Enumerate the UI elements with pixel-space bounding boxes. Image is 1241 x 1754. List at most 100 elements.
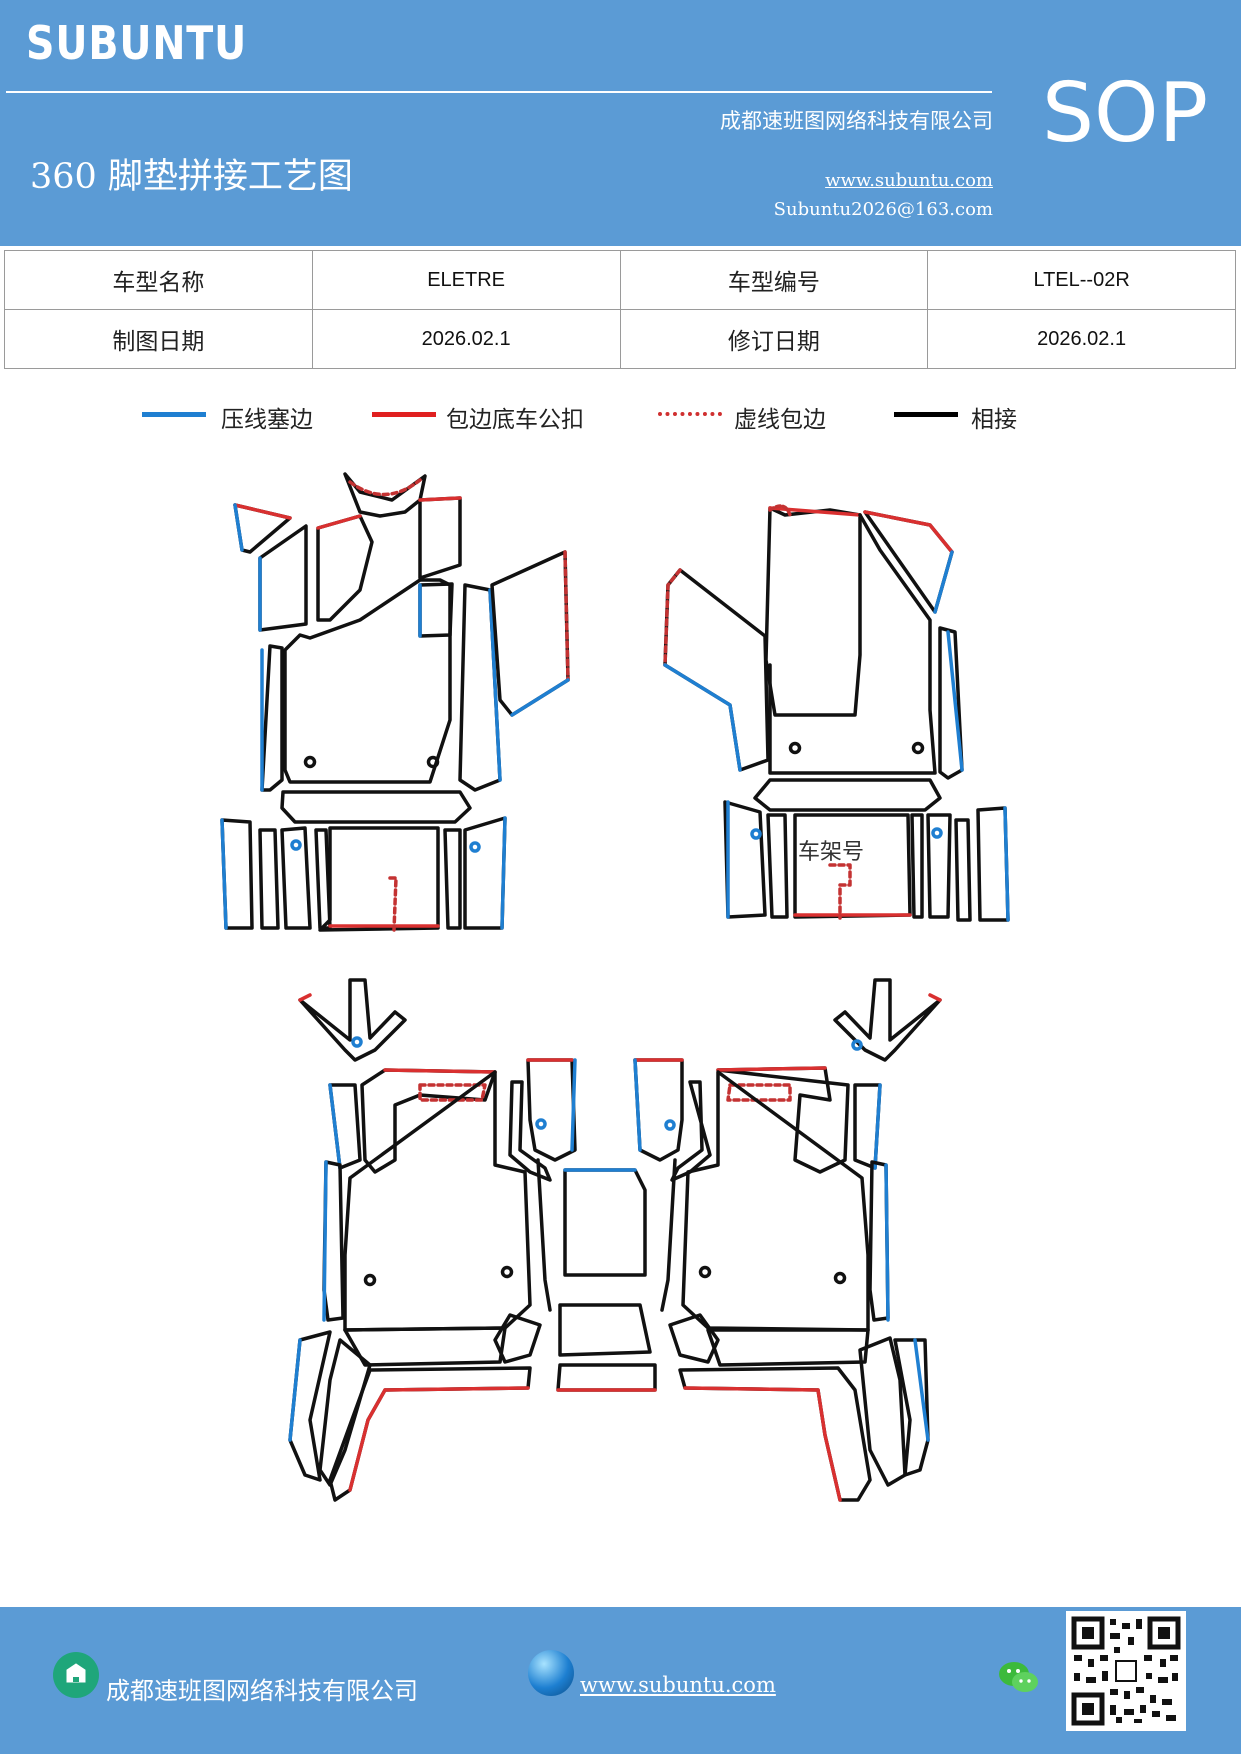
- mat-outline: [660, 1158, 677, 1312]
- globe-icon: [528, 1650, 574, 1696]
- frame-number-label: 车架号: [798, 840, 864, 865]
- footer-website-link[interactable]: www.subuntu.com: [580, 1673, 776, 1697]
- mat-piece: [280, 826, 312, 930]
- page-header: SUBUNTU 成都速班图网络科技有限公司 360 脚垫拼接工艺图 www.su…: [0, 0, 1241, 246]
- mat-hole: [426, 755, 440, 769]
- mat-piece: [418, 496, 462, 580]
- mat-hole: [833, 1271, 847, 1285]
- building-icon: [53, 1652, 99, 1698]
- mat-piece: [343, 1070, 532, 1332]
- mat-piece: [318, 1338, 372, 1487]
- pressed-edge: [933, 550, 954, 614]
- draw-date-value: 2026.02.1: [311, 309, 621, 369]
- mat-piece: [280, 790, 472, 824]
- mat-piece: [893, 1338, 930, 1477]
- contact-email[interactable]: Subuntu2026@163.com: [773, 199, 993, 220]
- legend-swatch: [894, 412, 958, 417]
- dashed-hem: [418, 1083, 487, 1102]
- mat-piece: [868, 1160, 890, 1322]
- model-code-value: LTEL--02R: [927, 250, 1236, 310]
- revision-date-label: 修订日期: [619, 309, 929, 369]
- legend-label: 相接: [971, 407, 1017, 433]
- mat-piece: [360, 1068, 497, 1174]
- mat-piece: [723, 800, 767, 919]
- mat-piece: [288, 1330, 332, 1482]
- mat-piece: [706, 1328, 870, 1367]
- mat-hole: [500, 1265, 514, 1279]
- mat-hole: [698, 1265, 712, 1279]
- page-footer: 成都速班图网络科技有限公司 www.subuntu.com: [0, 1607, 1241, 1754]
- pressed-edge: [220, 818, 228, 930]
- mat-piece: [663, 568, 770, 772]
- mat-hole: [664, 1119, 676, 1131]
- pressed-edge: [288, 1338, 302, 1442]
- mat-piece: [716, 1066, 850, 1174]
- mat-piece: [316, 514, 374, 622]
- mat-piece: [633, 1058, 684, 1162]
- document-title: 360 脚垫拼接工艺图: [30, 157, 353, 197]
- dashed-hem: [663, 568, 682, 667]
- legend-swatch: [142, 412, 206, 417]
- info-row: 制图日期 2026.02.1 修订日期 2026.02.1: [4, 309, 1236, 369]
- pressed-edge: [510, 678, 570, 717]
- pressed-edge: [873, 1083, 882, 1170]
- model-code-label: 车型编号: [619, 250, 929, 310]
- pressed-edge: [633, 1058, 642, 1152]
- legend-label: 包边底车公扣: [446, 407, 584, 433]
- dashed-hem: [563, 550, 570, 682]
- pressed-edge: [233, 503, 244, 552]
- mat-piece: [508, 1080, 552, 1182]
- hem-edge: [683, 1386, 820, 1392]
- mat-piece: [938, 626, 964, 780]
- pressed-edge: [570, 1058, 577, 1152]
- mat-piece: [260, 644, 284, 792]
- legend-swatch: [658, 412, 722, 416]
- mat-hole: [469, 841, 481, 853]
- mat-piece: [318, 826, 440, 932]
- mat-piece: [668, 1313, 720, 1364]
- wechat-icon: [999, 1662, 1038, 1692]
- legend-swatch: [372, 412, 436, 417]
- mat-piece: [910, 813, 924, 919]
- mat-piece: [833, 978, 942, 1062]
- mat-piece: [458, 583, 502, 792]
- mat-piece: [766, 813, 789, 919]
- floor-mat-diagram: 车架号: [220, 472, 1010, 1502]
- pressed-edge: [884, 1163, 890, 1322]
- mat-piece: [926, 813, 952, 919]
- hem-edge: [816, 1388, 842, 1502]
- mat-hole: [851, 1039, 863, 1051]
- mat-piece: [793, 813, 912, 919]
- vehicle-info-table: 车型名称 ELETRE 车型编号 LTEL--02R 制图日期 2026.02.…: [4, 250, 1236, 369]
- mat-hole: [750, 828, 762, 840]
- mat-piece: [493, 1313, 542, 1364]
- hem-edge: [863, 510, 954, 554]
- hem-edge: [383, 1068, 497, 1074]
- front-right-mat-group: 车架号: [663, 504, 1010, 922]
- pressed-edge: [1003, 806, 1010, 922]
- mat-piece: [764, 506, 862, 717]
- mat-piece: [681, 1070, 870, 1332]
- mat-piece: [490, 550, 570, 717]
- mat-hole: [788, 741, 802, 755]
- mat-piece: [858, 1336, 907, 1487]
- mat-piece: [258, 524, 308, 632]
- model-name-value: ELETRE: [311, 250, 621, 310]
- mat-piece: [343, 1326, 507, 1367]
- mat-piece: [314, 828, 332, 930]
- dashed-hem: [768, 504, 792, 517]
- mat-piece: [283, 578, 452, 784]
- legend-label: 压线塞边: [221, 407, 313, 433]
- mat-piece: [954, 818, 972, 922]
- mat-hole: [535, 1118, 547, 1130]
- pressed-edge: [946, 630, 964, 772]
- pressed-edge: [328, 1083, 342, 1170]
- website-link[interactable]: www.subuntu.com: [825, 170, 993, 191]
- mat-piece: [258, 828, 280, 930]
- pressed-edge: [663, 663, 742, 772]
- dashed-hem: [388, 876, 398, 932]
- mat-hole: [363, 1273, 377, 1287]
- mat-hole: [290, 839, 302, 851]
- center-console-piece: [563, 1168, 647, 1277]
- mat-piece: [298, 978, 407, 1062]
